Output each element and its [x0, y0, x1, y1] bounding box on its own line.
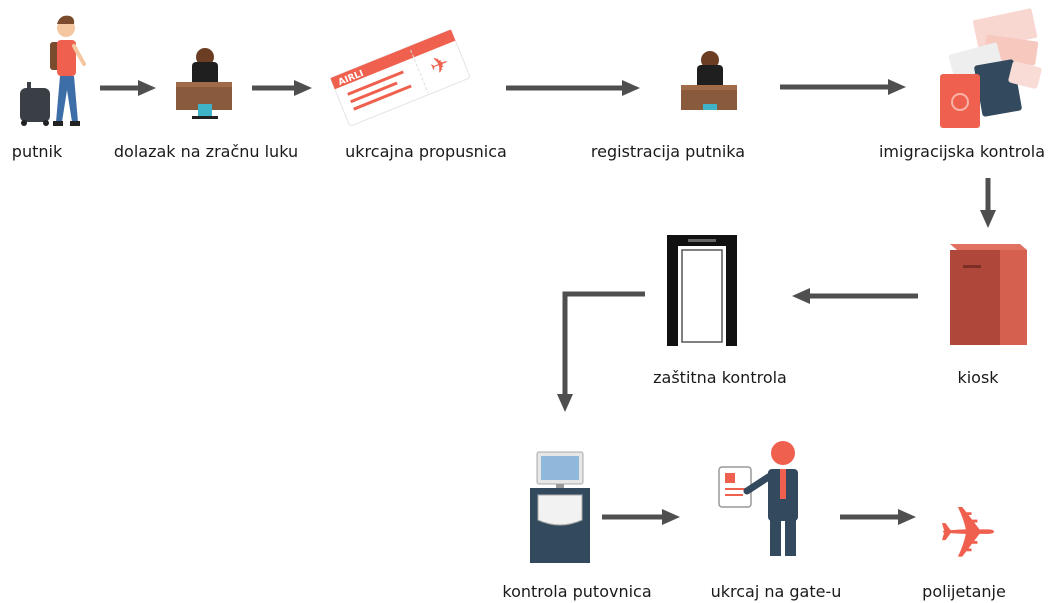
airplane-icon: ✈ — [938, 491, 998, 575]
boarding-agent-icon — [718, 441, 798, 556]
label-ukrcajna: ukrcajna propusnica — [345, 142, 507, 161]
boarding-pass-icon: AIRLI ✈ — [330, 29, 470, 126]
security-gate-icon — [667, 235, 737, 346]
registration-desk-icon — [681, 51, 737, 110]
arrow-9 — [840, 509, 916, 525]
arrow-8 — [602, 509, 680, 525]
kiosk-icon — [950, 244, 1027, 345]
label-ukrcaj-gate: ukrcaj na gate-u — [710, 582, 842, 601]
label-kiosk: kiosk — [957, 368, 999, 387]
svg-text:✈: ✈ — [938, 491, 998, 575]
arrow-3 — [506, 80, 640, 96]
label-registracija: registracija putnika — [590, 142, 746, 161]
label-zastitna: zaštitna kontrola — [653, 368, 787, 387]
arrow-6 — [792, 288, 918, 304]
arrow-5 — [980, 178, 996, 228]
label-imigracijska: imigracijska kontrola — [878, 142, 1046, 161]
arrow-1 — [100, 80, 156, 96]
label-putnik: putnik — [11, 142, 63, 161]
passport-kiosk-icon — [530, 451, 590, 563]
label-polijetanje: polijetanje — [922, 582, 1006, 601]
check-in-desk-icon — [176, 48, 232, 119]
arrow-2 — [252, 80, 312, 96]
passports-icon — [940, 8, 1042, 128]
arrow-7 — [557, 291, 645, 412]
label-kontrola-putovnica: kontrola putovnica — [502, 582, 652, 601]
label-dolazak: dolazak na zračnu luku — [113, 142, 299, 161]
arrow-4 — [780, 79, 906, 95]
traveler-icon — [20, 15, 86, 126]
